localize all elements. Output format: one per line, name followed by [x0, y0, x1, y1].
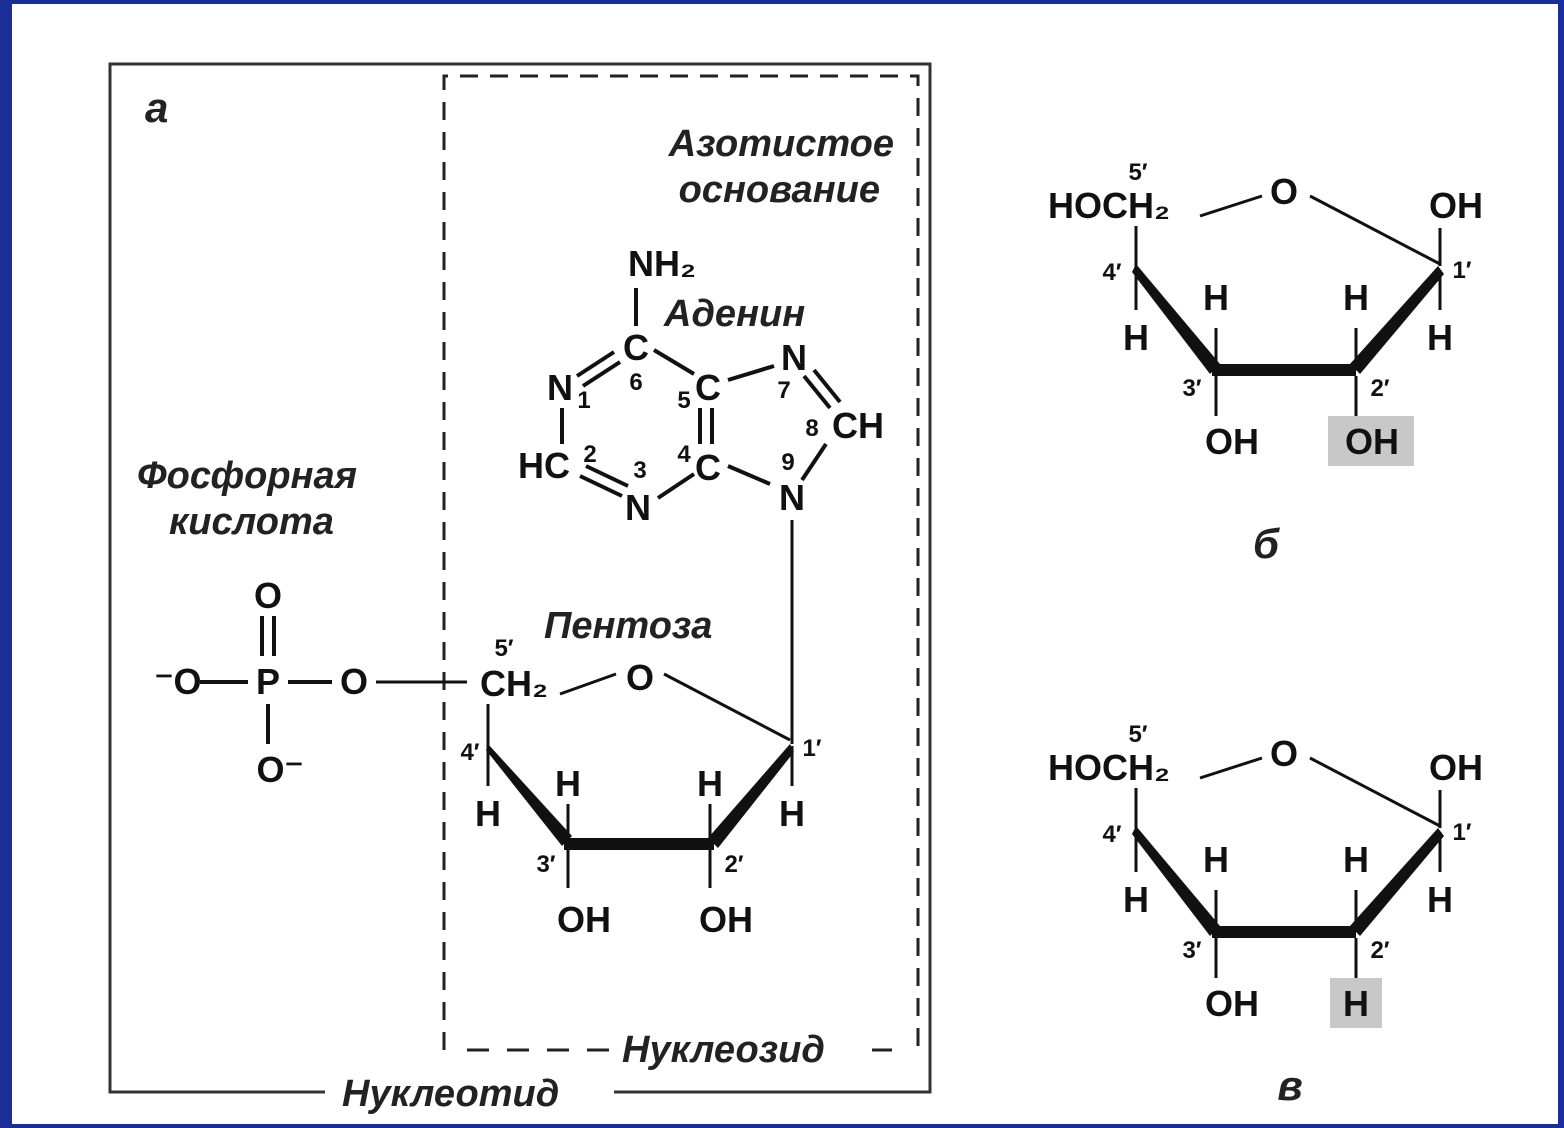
ribose-b-3prime: 3′: [1182, 375, 1201, 402]
deoxy-c-5prime: 5′: [1128, 721, 1147, 748]
panel-b-ribose: 5′ HOCH₂ O OH 4′ H 1′ H H 3′ OH H 2′ OH …: [1048, 159, 1483, 567]
ribose-b-2prime: 2′: [1370, 375, 1389, 402]
adenine-num-9: 9: [781, 449, 794, 476]
ribose-b-5prime: 5′: [1128, 159, 1147, 186]
ribose-b-1prime: 1′: [1452, 257, 1471, 284]
adenine-num-8: 8: [805, 415, 818, 442]
ribose-a-5prime: 5′: [494, 635, 513, 662]
phosphate-o-bottom: O⁻: [256, 749, 303, 790]
panel-letter-b: б: [1253, 520, 1280, 567]
label-adenine: Аденин: [663, 293, 805, 335]
panel-c-deoxyribose: 5′ HOCH₂ O OH 4′ H 1′ H H 3′ OH H 2′ H в: [1048, 721, 1483, 1109]
deoxy-c-hoch2: HOCH₂: [1048, 747, 1170, 788]
ribose-b-4prime: 4′: [1102, 259, 1121, 286]
ribose-b-h1: H: [1427, 317, 1453, 358]
deoxy-c-2prime: 2′: [1370, 937, 1389, 964]
adenine-num-2: 2: [583, 441, 596, 468]
ribose-a-h2: H: [697, 763, 723, 804]
ribose-a-h1: H: [779, 793, 805, 834]
ribose-b-oh2: OH: [1345, 421, 1399, 462]
deoxy-c-oh3: OH: [1205, 983, 1259, 1024]
phosphate-o-top: O: [254, 575, 282, 616]
deoxy-c-4prime: 4′: [1102, 821, 1121, 848]
adenine-n7: N: [781, 337, 807, 378]
label-phosphoric-2: кислота: [169, 501, 334, 543]
adenine-c6: C: [623, 327, 649, 368]
nucleotide-diagram: а Азотистое основание Аденин Фосфорная к…: [108, 62, 1483, 1115]
adenine-c4: C: [695, 447, 721, 488]
nucleotide-box: [108, 62, 932, 1094]
deoxy-c-h4: H: [1123, 879, 1149, 920]
ribose-a-1prime: 1′: [802, 735, 821, 762]
adenine-n1: N: [547, 367, 573, 408]
slide-frame: а Азотистое основание Аденин Фосфорная к…: [12, 4, 1558, 1124]
ribose-a-4prime: 4′: [460, 739, 479, 766]
adenine-nh2: NH₂: [628, 243, 696, 284]
panel-a: а Азотистое основание Аденин Фосфорная к…: [108, 62, 932, 1115]
ribose-b-h2: H: [1343, 277, 1369, 318]
adenine-n3: N: [625, 487, 651, 528]
deoxy-c-o: O: [1270, 733, 1298, 774]
ribose-b-o: O: [1270, 171, 1298, 212]
adenine-c8h: CH: [832, 405, 884, 446]
ribose-b-oh1: OH: [1429, 185, 1483, 226]
adenine-num-4: 4: [677, 441, 691, 468]
label-nitrogen-base-1: Азотистое: [668, 123, 894, 165]
ribose-b-oh3: OH: [1205, 421, 1259, 462]
nucleoside-box: [442, 74, 920, 1050]
ribose-a-o: O: [626, 657, 654, 698]
ribose-a-oh2: OH: [699, 899, 753, 940]
label-nitrogen-base-2: основание: [679, 169, 880, 211]
adenine-hc2: HC: [518, 445, 570, 486]
ribose-b-h4: H: [1123, 317, 1149, 358]
ribose-a-oh3: OH: [557, 899, 611, 940]
label-pentose: Пентоза: [544, 605, 712, 647]
phosphate-group: O ⁻O P O O⁻: [154, 575, 467, 790]
ribose-b-h3: H: [1203, 277, 1229, 318]
adenine-c5: C: [695, 367, 721, 408]
phosphate-p: P: [256, 661, 280, 702]
ribose-b-hoch2: HOCH₂: [1048, 185, 1170, 226]
ribose-a-ch2: CH₂: [480, 663, 548, 704]
deoxy-c-h2: H: [1343, 839, 1369, 880]
adenine-n9: N: [779, 477, 805, 518]
label-nucleotide: Нуклеотид: [342, 1073, 559, 1115]
deoxy-c-1prime: 1′: [1452, 819, 1471, 846]
adenine-num-7: 7: [777, 377, 790, 404]
label-nucleoside: Нуклеозид: [622, 1029, 825, 1071]
adenine-num-3: 3: [633, 457, 646, 484]
deoxy-c-oh1: OH: [1429, 747, 1483, 788]
ribose-b-highlight: [1328, 416, 1414, 466]
deoxy-c-h3: H: [1203, 839, 1229, 880]
ribose-a-h4: H: [475, 793, 501, 834]
phosphate-o-left: ⁻O: [154, 661, 201, 702]
ribose-a-3prime: 3′: [536, 851, 555, 878]
ribose-a-2prime: 2′: [724, 851, 743, 878]
deoxy-c-3prime: 3′: [1182, 937, 1201, 964]
adenine-num-6: 6: [629, 369, 642, 396]
deoxy-c-highlight: [1330, 978, 1382, 1028]
adenine-num-5: 5: [677, 387, 690, 414]
deoxy-c-h2-sub: H: [1343, 983, 1369, 1024]
ribose-a-h3: H: [555, 763, 581, 804]
adenine-structure: NH₂ C 6 N 1 HC 2 N 3 C 4 C 5: [518, 243, 884, 744]
ribose-a: 5′ CH₂ O 4′ H 1′ H H 3′ OH: [460, 635, 821, 940]
deoxy-c-h1: H: [1427, 879, 1453, 920]
panel-letter-a: а: [145, 84, 168, 131]
phosphate-o-right: O: [340, 661, 368, 702]
label-phosphoric-1: Фосфорная: [137, 455, 357, 497]
adenine-num-1: 1: [577, 387, 590, 414]
panel-letter-c: в: [1277, 1062, 1302, 1109]
